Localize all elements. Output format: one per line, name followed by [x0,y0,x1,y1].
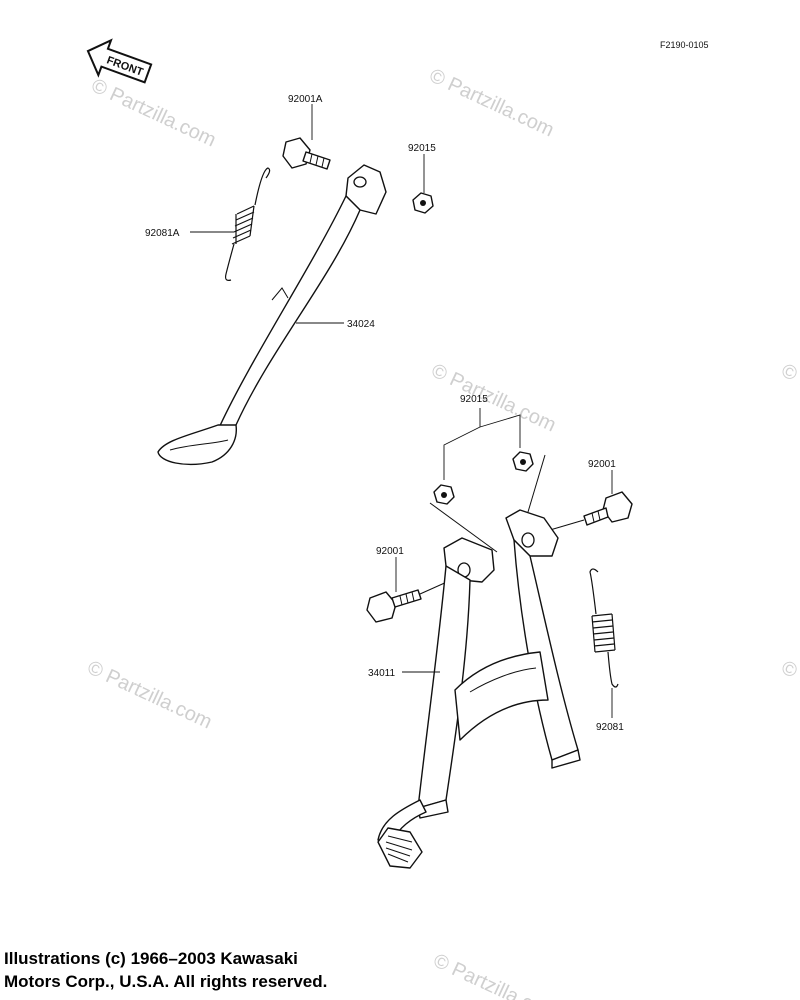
nut-92015-top [412,192,434,214]
copyright-line-2: Motors Corp., U.S.A. All rights reserved… [4,972,328,991]
guide-line-right [527,454,546,513]
label-92001-right: 92001 [588,459,616,470]
watermarks: © Partzilla.com © Partzilla.com © Partzi… [84,65,800,1000]
front-arrow-icon: FRONT [86,38,153,84]
side-stand-34024 [157,164,387,466]
watermark-5: © Partzilla.com [430,950,561,1000]
leader-92015-group [443,408,521,480]
label-34024: 34024 [347,319,375,330]
spring-92081A [224,167,271,281]
label-92001-left: 92001 [376,546,404,557]
watermark-3: © Partzilla.com [428,360,559,437]
label-34011: 34011 [368,668,396,679]
bolt-92001-left [366,589,422,623]
nut-92015-left [433,484,455,505]
watermark-6: © Partzilla.com [778,360,800,437]
bolt-92001-right [583,491,633,526]
watermark-4: © Partzilla.com [84,657,215,734]
center-stand-34011 [377,509,581,869]
copyright-line-1: Illustrations (c) 1966–2003 Kawasaki [4,949,298,968]
watermark-7: © Partzilla.com [778,657,800,734]
label-92015-top: 92015 [408,143,436,154]
watermark-2: © Partzilla.com [88,75,219,152]
label-92081: 92081 [596,722,624,733]
guide-line-left [429,502,498,553]
nut-92015-right [512,451,534,472]
guide-line-bolt-right [549,519,585,531]
figure-code: F2190-0105 [660,40,709,50]
label-92001A: 92001A [288,94,323,105]
watermark-1: © Partzilla.com [426,65,557,142]
label-92015-group: 92015 [460,394,488,405]
bolt-92001A [282,137,331,170]
spring-92081 [589,568,619,688]
label-92081A: 92081A [145,228,180,239]
